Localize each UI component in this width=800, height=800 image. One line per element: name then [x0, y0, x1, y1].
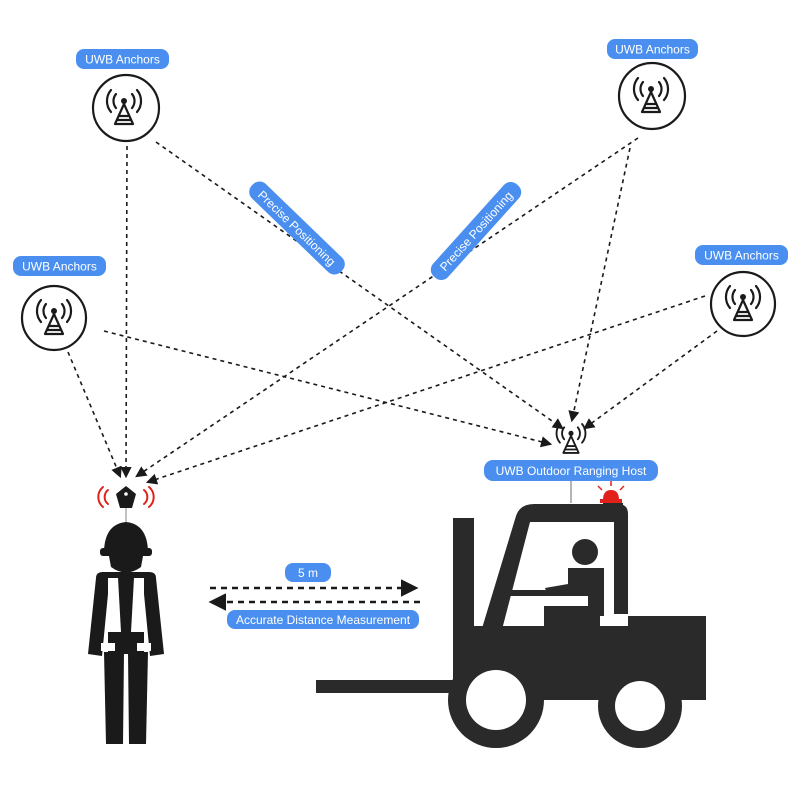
anchor-label-text: UWB Anchors: [85, 53, 160, 67]
signal-line: [583, 330, 718, 430]
warning-beacon-icon: [597, 481, 625, 503]
uwb-anchor-mid-left: [20, 284, 88, 352]
signal-lines: [67, 137, 718, 485]
host-label-text: UWB Outdoor Ranging Host: [496, 464, 647, 478]
anchor-label-mid-right: UWB Anchors: [695, 245, 788, 265]
precise-positioning-text: Precise Positioning: [255, 188, 338, 269]
anchor-label-text: UWB Anchors: [704, 249, 779, 263]
anchor-label-top-left: UWB Anchors: [76, 49, 169, 69]
antenna-tower-icon: [555, 423, 587, 454]
ranging-host: UWB Outdoor Ranging Host: [484, 423, 658, 503]
uwb-anchor-top-right: [617, 61, 687, 131]
signal-line: [103, 330, 553, 448]
uwb-tag-icon: [97, 486, 155, 522]
signal-line: [155, 141, 564, 430]
precise-positioning-label-left: Precise Positioning: [249, 181, 345, 275]
anchor-label-text: UWB Anchors: [22, 260, 97, 274]
anchor-label-text: UWB Anchors: [615, 43, 690, 57]
anchor-label-top-right: UWB Anchors: [607, 39, 698, 59]
distance-measurement: 5 m Accurate Distance Measurement: [208, 563, 420, 629]
signal-line: [120, 145, 132, 479]
signal-line: [568, 147, 631, 423]
construction-worker-icon: [88, 522, 164, 744]
uwb-anchor-top-left: [91, 73, 161, 143]
distance-value-text: 5 m: [298, 566, 318, 580]
precise-positioning-text: Precise Positioning: [437, 189, 516, 274]
uwb-anchor-mid-right: [709, 270, 777, 338]
forklift-icon: [316, 503, 706, 748]
signal-line: [67, 351, 122, 479]
signal-line: [145, 295, 706, 485]
distance-caption-text: Accurate Distance Measurement: [236, 613, 411, 627]
precise-positioning-label-right: Precise Positioning: [430, 181, 522, 281]
anchor-label-mid-left: UWB Anchors: [13, 256, 106, 276]
signal-line: [135, 137, 639, 478]
